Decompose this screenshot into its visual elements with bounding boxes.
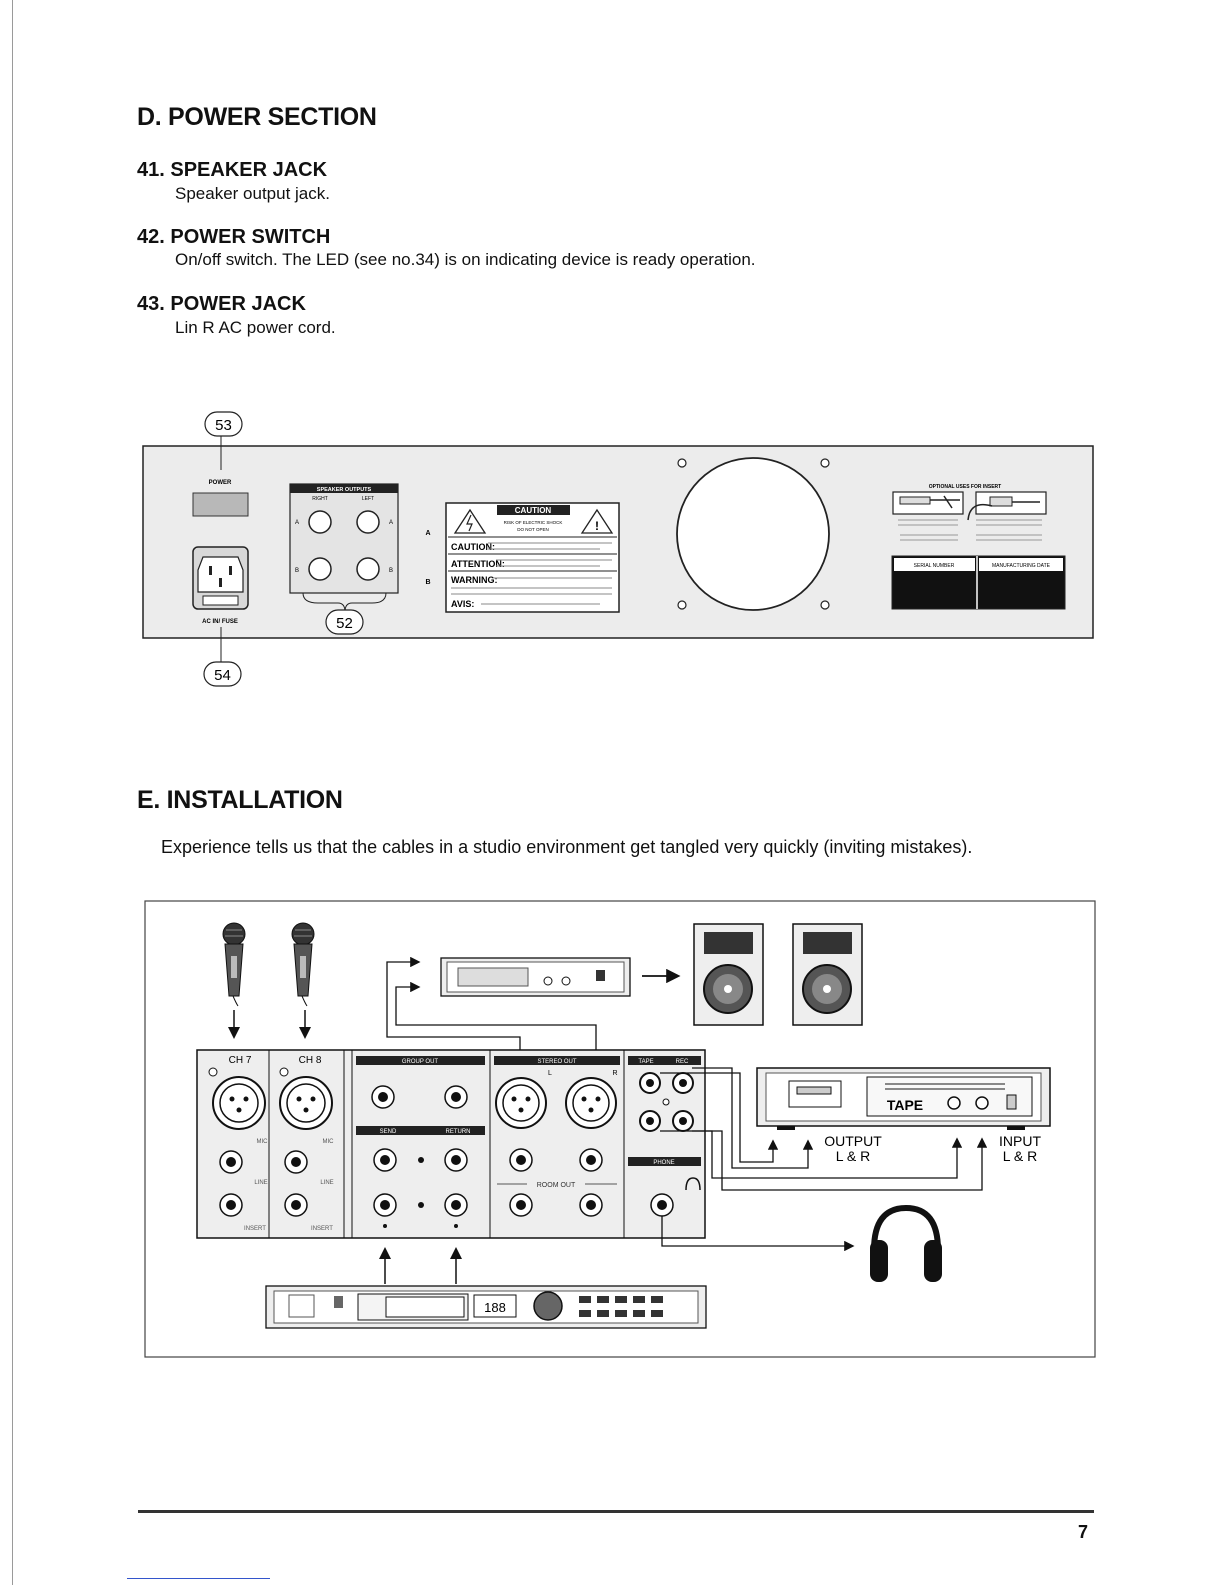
exclamation-warning-icon: [580, 508, 614, 534]
svg-text:RIGHT: RIGHT: [312, 496, 328, 502]
svg-text:CH 7: CH 7: [229, 1055, 252, 1066]
svg-text:B: B: [389, 568, 393, 574]
svg-text:R: R: [612, 1070, 617, 1077]
page-number: 7: [1078, 1522, 1089, 1542]
svg-text:LEFT: LEFT: [362, 496, 374, 502]
callout-53-label: 53: [215, 417, 232, 434]
effects-processor-icon: 188: [265, 1285, 707, 1329]
power-label: POWER: [209, 480, 232, 486]
svg-text:A: A: [425, 530, 430, 537]
svg-text:B: B: [295, 568, 299, 574]
speaker-left-icon: [693, 923, 764, 1026]
power-section-heading: D. POWER SECTION: [137, 103, 377, 131]
power-amplifier-icon: [440, 957, 631, 997]
manufacturing-date-label: MANUFACTURING DATE: [992, 563, 1051, 569]
svg-text:CH 8: CH 8: [299, 1055, 322, 1066]
callout-53: [204, 411, 243, 437]
page-left-margin-rule: [12, 0, 13, 1585]
svg-text:ATTENTION:: ATTENTION:: [451, 559, 505, 569]
installation-heading: E. INSTALLATION: [137, 786, 343, 814]
callout-52: [325, 609, 364, 635]
svg-text:A: A: [389, 520, 393, 526]
svg-text:AVIS:: AVIS:: [451, 599, 474, 609]
speaker-jack-left-a: [356, 510, 380, 534]
callout-54-label: 54: [214, 667, 231, 684]
item-41-title: 41. SPEAKER JACK: [137, 159, 328, 181]
output-lr-label: L & R: [836, 1148, 871, 1164]
tape-deck-label: TAPE: [887, 1097, 923, 1113]
callout-52-label: 52: [336, 615, 353, 632]
ac-in-fuse-label: AC IN/ FUSE: [202, 619, 238, 625]
rear-panel-figure: 53 POWER AC IN/ FUSE 54 SPEAKER OUTPUTS …: [142, 411, 1094, 687]
power-switch: [192, 492, 249, 517]
lightning-warning-icon: [453, 508, 487, 534]
installation-intro: Experience tells us that the cables in a…: [161, 837, 973, 857]
svg-text:RETURN: RETURN: [446, 1129, 471, 1135]
svg-text:SEND: SEND: [380, 1129, 397, 1135]
svg-text:MIC: MIC: [323, 1139, 335, 1145]
item-43-title: 43. POWER JACK: [137, 293, 306, 315]
svg-text:LINE: LINE: [254, 1180, 267, 1186]
callout-54: [203, 661, 242, 687]
svg-text:REC: REC: [676, 1059, 689, 1065]
headphones-icon: [870, 1204, 942, 1282]
svg-text:INSERT: INSERT: [311, 1226, 333, 1232]
speaker-jack-right-b: [308, 557, 332, 581]
speaker-jack-left-b: [356, 557, 380, 581]
mixer-panel: CH 7 CH 8 MIC MIC LINE LINE INSERT INSER…: [196, 1049, 706, 1239]
installation-diagram: CH 7 CH 8 MIC MIC LINE LINE INSERT INSER…: [144, 900, 1096, 1358]
effects-display: 188: [484, 1300, 506, 1315]
svg-text:WARNING:: WARNING:: [451, 575, 498, 585]
footer-rule: [138, 1510, 1094, 1513]
svg-text:A: A: [295, 520, 299, 526]
svg-text:RISK OF ELECTRIC SHOCK: RISK OF ELECTRIC SHOCK: [504, 520, 563, 525]
bottom-link-underline: [127, 1578, 270, 1579]
speaker-right-icon: [792, 923, 863, 1026]
speaker-outputs-block: [289, 483, 399, 594]
microphone-1-icon: [222, 922, 246, 1007]
item-43-desc: Lin R AC power cord.: [175, 318, 336, 337]
svg-text:PHONE: PHONE: [653, 1160, 674, 1166]
svg-text:TAPE: TAPE: [638, 1059, 653, 1065]
svg-text:MIC: MIC: [257, 1139, 269, 1145]
serial-number-label: SERIAL NUMBER: [914, 563, 955, 569]
svg-text:ROOM OUT: ROOM OUT: [537, 1182, 576, 1189]
svg-text:L: L: [548, 1070, 552, 1077]
svg-text:DO NOT OPEN: DO NOT OPEN: [517, 527, 548, 532]
tape-deck-icon: TAPE: [756, 1067, 1051, 1130]
cooling-fan: [676, 457, 830, 611]
svg-text:!: !: [595, 519, 599, 533]
output-label: OUTPUT: [824, 1133, 882, 1149]
svg-text:CAUTION:: CAUTION:: [451, 542, 495, 552]
svg-text:B: B: [425, 579, 430, 586]
svg-text:STEREO OUT: STEREO OUT: [537, 1059, 576, 1065]
svg-text:CAUTION: CAUTION: [515, 506, 552, 515]
item-42-title: 42. POWER SWITCH: [137, 226, 331, 248]
svg-text:SPEAKER OUTPUTS: SPEAKER OUTPUTS: [317, 487, 372, 493]
item-42-desc: On/off switch. The LED (see no.34) is on…: [175, 250, 756, 269]
inserts-title: OPTIONAL USES FOR INSERT: [929, 484, 1001, 490]
input-label: INPUT: [999, 1133, 1041, 1149]
microphone-2-icon: [291, 922, 315, 1007]
svg-text:LINE: LINE: [320, 1180, 333, 1186]
speaker-jack-right-a: [308, 510, 332, 534]
svg-text:INSERT: INSERT: [244, 1226, 266, 1232]
svg-text:GROUP OUT: GROUP OUT: [402, 1059, 439, 1065]
item-41-desc: Speaker output jack.: [175, 184, 330, 203]
input-lr-label: L & R: [1003, 1148, 1038, 1164]
